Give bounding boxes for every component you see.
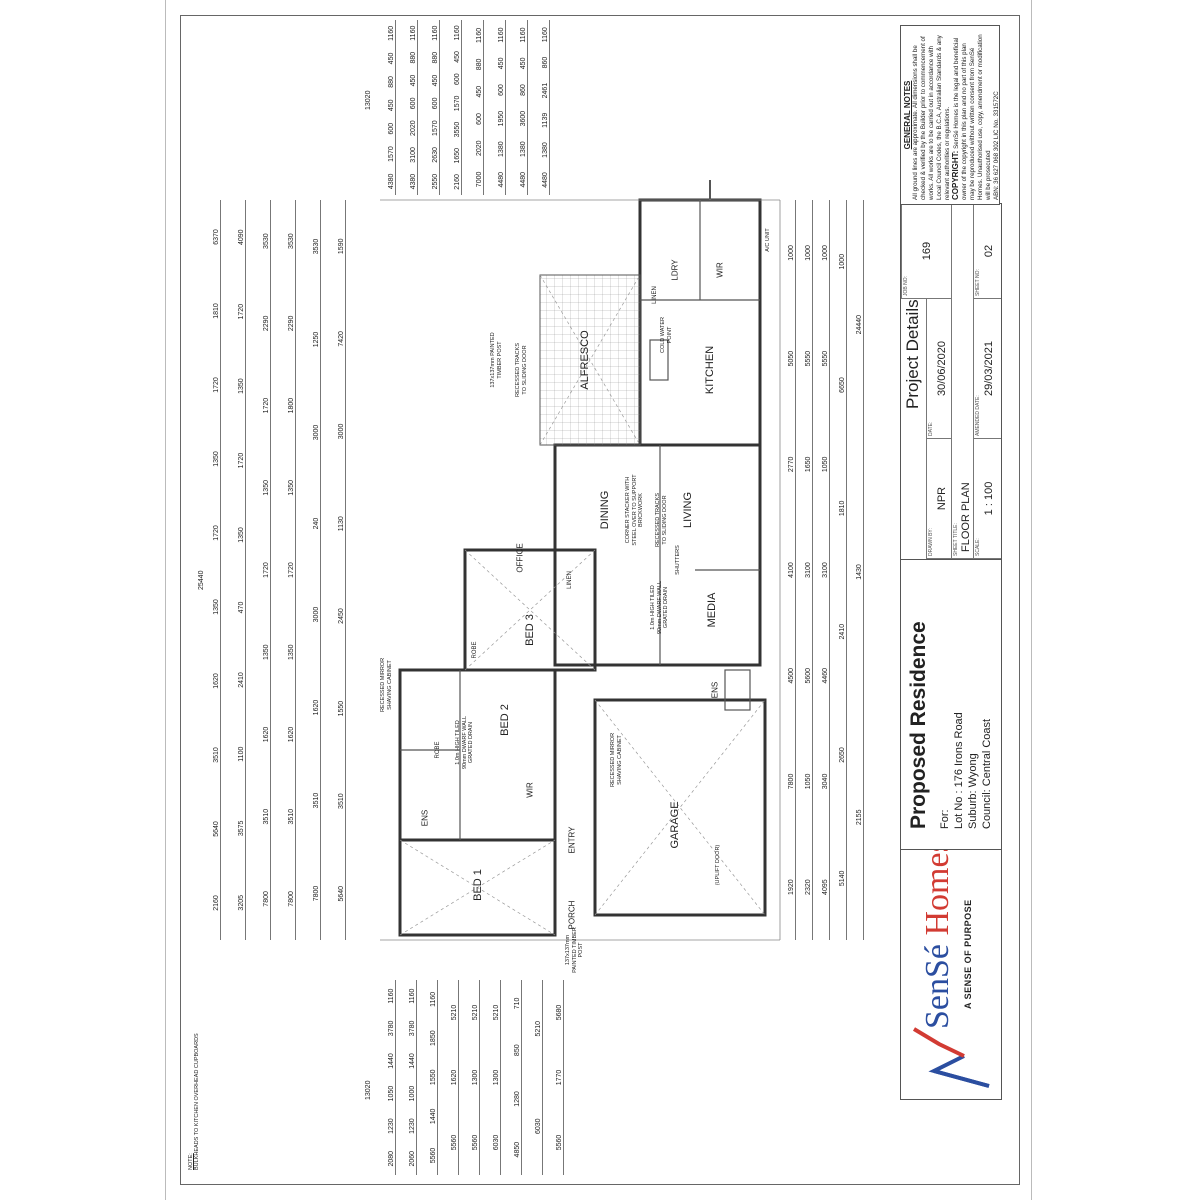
room-robe: ROBE	[472, 641, 478, 659]
room-media: MEDIA	[706, 592, 718, 628]
job-no-label: JOB NO:	[903, 275, 909, 296]
amended-date-label: AMENDED DATE:	[975, 395, 981, 436]
sheet-edge-right	[1031, 0, 1032, 1200]
date-value: 30/06/2020	[936, 340, 948, 397]
amended-date-cell: AMENDED DATE:29/03/2021	[973, 299, 1001, 439]
job-no-value: 169	[921, 241, 933, 261]
annotation-dwarf-wall-2: 1.0m HIGH TILED 90mm DWARF WALL GRATED D…	[650, 580, 669, 635]
room-bed1: BED 1	[472, 869, 484, 901]
annotation-mirror-cabinet-2: RECESSED MIRROR SHAVING CABINET	[610, 732, 623, 788]
general-notes-text: All ground lines are approximate. All di…	[912, 35, 951, 200]
room-ensuite: ENS	[420, 809, 430, 827]
project-details-heading: Project Details	[903, 299, 922, 409]
annotation-post-2: 137x137mm PAINTED TIMBER POST	[565, 927, 584, 973]
room-bed2: BED 2	[499, 704, 511, 736]
sheet-no-cell: SHEET NO: 02	[973, 204, 1001, 299]
abn-licence: ABN: 36 627 068 302 LIC No. 331572C	[993, 91, 1000, 200]
annotation-mirror-cabinet: RECESSED MIRROR SHAVING CABINET	[380, 657, 393, 713]
brand-tagline: A SENSE OF PURPOSE	[963, 899, 973, 1009]
room-robe-2: ROBE	[435, 741, 441, 759]
room-linen: LINEN	[567, 571, 573, 589]
company-logo-block: SenSé Homes A SENSE OF PURPOSE	[900, 839, 1002, 1100]
council: Council: Central Coast	[981, 718, 993, 829]
brand-second: Homes	[919, 839, 956, 936]
sheet-title-cell: SHEET TITLE:FLOOR PLAN	[951, 204, 973, 559]
copyright-label: COPYRIGHT:	[951, 150, 960, 200]
bed3-walls	[463, 548, 597, 672]
drawn-by-value: NPR	[936, 486, 948, 511]
room-garage: GARAGE	[669, 801, 681, 849]
sheet-no-value: 02	[983, 244, 995, 258]
room-dining: DINING	[599, 490, 611, 530]
annotation-ac-unit: A/C UNIT	[765, 228, 771, 252]
sheet-title-label: SHEET TITLE:	[953, 523, 959, 556]
date-label: DATE:	[928, 421, 934, 436]
room-office: OFFICE	[515, 543, 525, 573]
project-block: Proposed Residence For: Lot No : 176 Iro…	[900, 558, 1002, 850]
drawn-by-label: DRAWN BY:	[928, 528, 934, 556]
for-label: For:	[939, 809, 951, 829]
annotation-corner-stacker: CORNER STACKER WITH STEEL OVER TO SUPPOR…	[625, 474, 644, 546]
floor-plan-drawing	[380, 180, 781, 941]
lot-address: Lot No : 176 Irons Road	[953, 712, 965, 829]
room-bed3: BED 3	[524, 614, 536, 646]
annotation-post: 137x137mm PAINTED TIMBER POST	[490, 332, 503, 388]
room-ensuite-2: ENS	[710, 681, 720, 699]
room-linen-2: LINEN	[652, 286, 658, 304]
room-wir: WIR	[525, 782, 535, 798]
brand-first: SenSé	[919, 944, 956, 1029]
garage-walls	[593, 698, 767, 917]
floor-plan-sheet: NOTE: BULKHEADS TO KITCHEN OVERHEAD CUPB…	[170, 10, 1030, 1190]
project-title: Proposed Residence	[907, 621, 930, 829]
annotation-dwarf-wall: 1.0m HIGH TILED 90mm DWARF WALL GRATED D…	[455, 715, 474, 770]
general-notes-block: GENERAL NOTES All ground lines are appro…	[900, 25, 1000, 205]
suburb: Suburb: Wyong	[967, 753, 979, 829]
annotation-sliding-door-2: RECESSED TRACKS TO SLIDING DOOR	[655, 493, 668, 547]
project-details-block: Project Details DRAWN BY: NPR DATE: 30/06/…	[900, 203, 1002, 560]
annotation-uplift-door: (UPLIFT DOOR)	[715, 844, 721, 886]
sheet-no-label: SHEET NO:	[975, 269, 981, 296]
amended-date-value: 29/03/2021	[983, 340, 995, 397]
room-alfresco: ALFRESCO	[579, 330, 591, 390]
drawn-by-cell: DRAWN BY: NPR	[926, 439, 951, 559]
scale-label: SCALE:	[975, 538, 981, 556]
room-living: LIVING	[682, 491, 694, 529]
annotation-sliding-door: RECESSED TRACKS TO SLIDING DOOR	[515, 343, 528, 397]
room-entry: ENTRY	[567, 826, 577, 854]
room-laundry: LDRY	[670, 259, 680, 281]
scale-cell: SCALE: 1 : 100	[973, 439, 1001, 559]
room-kitchen: KITCHEN	[704, 345, 716, 395]
date-cell: DATE: 30/06/2020	[926, 299, 951, 439]
scale-value: 1 : 100	[983, 481, 995, 516]
annotation-shutters: SHUTTERS	[675, 545, 681, 575]
brand-name: SenSé Homes	[919, 839, 957, 1029]
logo-mark-icon	[912, 1027, 990, 1088]
general-notes-heading: GENERAL NOTES	[903, 80, 912, 150]
room-wir-2: WIR	[715, 262, 725, 278]
copyright-text: COPYRIGHT: SenSé Homes is the legal and …	[951, 30, 993, 200]
sheet-edge-left	[165, 0, 166, 1200]
annotation-cold-water: COLD WATER POINT	[660, 316, 673, 354]
job-no-cell: JOB NO: 169	[901, 204, 951, 299]
sheet-title-value: FLOOR PLAN	[960, 482, 972, 552]
